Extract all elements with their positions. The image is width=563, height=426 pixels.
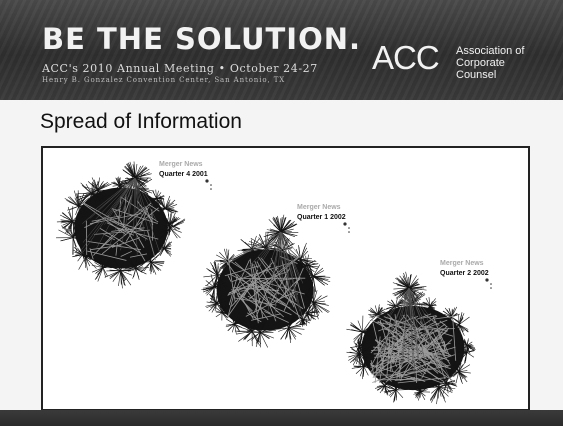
venue-line: Henry B. Gonzalez Convention Center, San…: [42, 76, 286, 84]
graph-period-label: Quarter 1 2002: [297, 214, 346, 221]
network-graphs-panel: Merger News Quarter 4 2001 Merger News Q…: [41, 146, 530, 411]
graph-label-q1-2002: Merger News Quarter 1 2002: [297, 203, 346, 223]
meeting-line: ACC's 2010 Annual Meeting • October 24-2…: [42, 62, 318, 75]
network-cluster-q1-2002: [201, 214, 331, 348]
graph-series-label: Merger News: [440, 260, 484, 267]
legend-dots: [343, 222, 350, 233]
header-banner: BE THE SOLUTION. ACC's 2010 Annual Meeti…: [0, 0, 563, 100]
network-cluster-q4-2001: [56, 161, 186, 289]
logo-line-1: Association of: [456, 45, 525, 57]
legend-dots: [205, 179, 212, 190]
graph-series-label: Merger News: [297, 204, 341, 211]
graph-series-label: Merger News: [159, 161, 203, 168]
graph-label-q4-2001: Merger News Quarter 4 2001: [159, 160, 208, 180]
logo-line-2: Corporate Counsel: [456, 57, 505, 81]
graph-period-label: Quarter 4 2001: [159, 171, 208, 178]
logo-mark: ACC: [372, 39, 440, 76]
acc-logo: ACC Association of Corporate Counsel: [372, 38, 542, 81]
headline: BE THE SOLUTION.: [42, 22, 362, 56]
graph-period-label: Quarter 2 2002: [440, 270, 489, 277]
slide-title: Spread of Information: [40, 110, 242, 133]
network-graphs-svg: [56, 161, 492, 405]
legend-dots: [485, 278, 492, 289]
footer-bar: [0, 410, 563, 426]
network-cluster-q2-2002: [346, 271, 476, 405]
graph-label-q2-2002: Merger News Quarter 2 2002: [440, 259, 489, 279]
